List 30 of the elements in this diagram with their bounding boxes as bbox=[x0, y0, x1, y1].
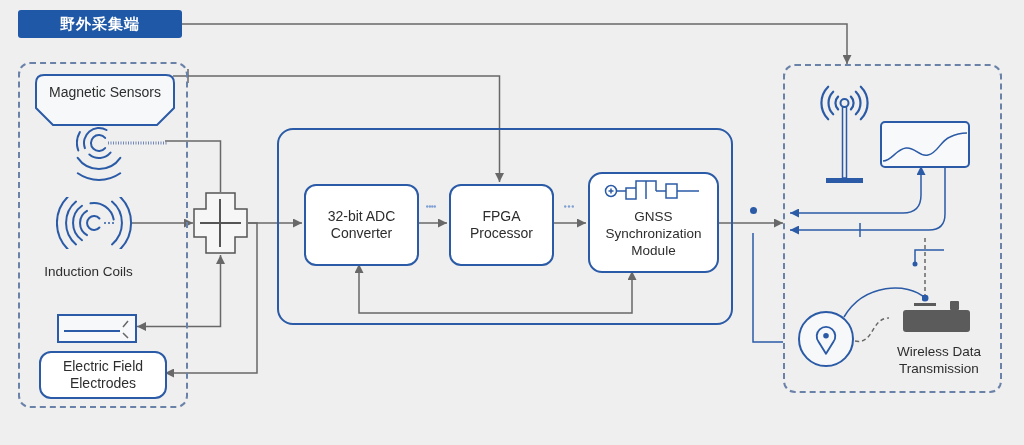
node-label: GNSS Synchronization Module bbox=[604, 209, 703, 260]
banner-title: 野外采集端 bbox=[60, 13, 140, 34]
connector-line bbox=[752, 232, 784, 343]
process-box bbox=[304, 184, 419, 266]
location-pin-icon bbox=[798, 311, 854, 367]
process-box bbox=[588, 172, 719, 273]
process-box bbox=[449, 184, 554, 266]
chart-monitor-icon bbox=[880, 121, 970, 168]
sensor-box bbox=[35, 74, 175, 126]
node-label: FPGA Processor bbox=[469, 207, 534, 243]
arrow bbox=[181, 23, 852, 65]
dashed-panel bbox=[783, 64, 1002, 393]
node-label: 32-bit ADC Converter bbox=[326, 207, 397, 243]
arrow bbox=[136, 254, 225, 331]
dashed-panel bbox=[18, 62, 188, 408]
connector-line bbox=[164, 140, 222, 193]
module-panel bbox=[277, 128, 733, 325]
arrow bbox=[130, 218, 194, 228]
signal-arcs-icon bbox=[76, 126, 167, 182]
arrow bbox=[172, 75, 504, 183]
dashed-connector bbox=[854, 317, 890, 343]
node-label: Induction Coils bbox=[44, 264, 133, 281]
node-label: Magnetic Sensors bbox=[48, 84, 162, 102]
node-label: Electric Field Electrodes bbox=[61, 357, 145, 393]
title-banner bbox=[18, 10, 182, 38]
arrow bbox=[354, 263, 637, 314]
summing-junction bbox=[193, 192, 248, 254]
electrode-symbol bbox=[57, 314, 137, 343]
process-box bbox=[39, 351, 167, 399]
node-label: Wireless Data Transmission bbox=[896, 344, 982, 378]
